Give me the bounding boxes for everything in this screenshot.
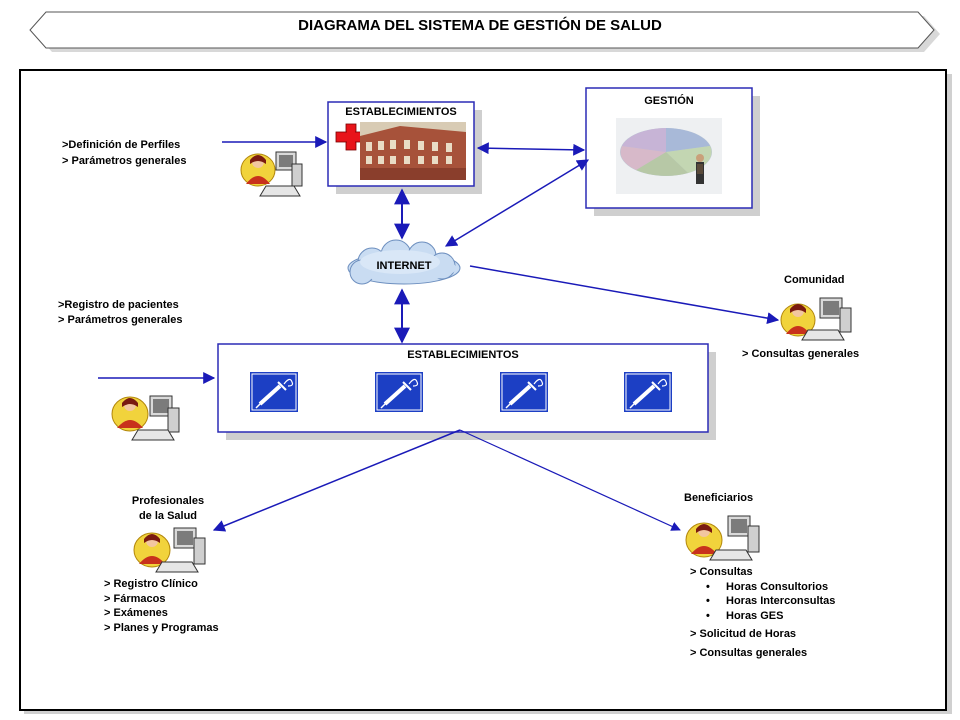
hospital-building-icon — [360, 122, 466, 180]
user-computer-icon — [111, 395, 180, 441]
comunidad-label: Comunidad — [784, 274, 845, 286]
user-computer-icon — [780, 297, 852, 341]
user-computer-icon — [133, 527, 206, 573]
admin-mid-text: >Registro de pacientes > Parámetros gene… — [58, 298, 182, 328]
profesionales-item: > Planes y Programas — [104, 621, 219, 634]
syringe-icon — [500, 372, 548, 412]
syringe-icon — [250, 372, 298, 412]
admin-mid-line-2: > Parámetros generales — [58, 314, 183, 326]
admin-top-line-1: >Definición de Perfiles — [62, 139, 181, 151]
beneficiarios-sub-item: Horas Consultorios — [690, 580, 835, 595]
beneficiarios-sub-item: Horas Interconsultas — [690, 594, 835, 609]
establecimientos-top-label: ESTABLECIMIENTOS — [345, 106, 457, 118]
arrow-gestion-internet — [444, 159, 590, 247]
syringe-icon — [375, 372, 423, 412]
gestion-label: GESTIÓN — [644, 95, 694, 107]
profesionales-label-line-1: Profesionales — [131, 495, 205, 507]
cloud-icon — [347, 239, 461, 285]
profesionales-label: Profesionales de la Salud — [118, 494, 218, 524]
admin-top-text: >Definición de Perfiles > Parámetros gen… — [62, 137, 186, 169]
admin-top-line-2: > Parámetros generales — [62, 155, 187, 167]
beneficiarios-label: Beneficiarios — [684, 492, 754, 504]
arrow-est-beneficiarios — [459, 429, 681, 531]
profesionales-label-line-2: de la Salud — [138, 510, 198, 522]
title-banner — [29, 11, 935, 49]
user-computer-icon — [685, 515, 760, 561]
arrow-est-gestion — [476, 142, 586, 156]
profesionales-item: > Fármacos — [104, 592, 166, 605]
comunidad-item: > Consultas generales — [742, 348, 860, 360]
page-title: DIAGRAMA DEL SISTEMA DE GESTIÓN DE SALUD — [298, 17, 662, 34]
profesionales-item: > Registro Clínico — [104, 578, 198, 590]
user-computer-icon — [240, 151, 303, 197]
internet-label: INTERNET — [376, 260, 432, 272]
establecimientos-main-label: ESTABLECIMIENTOS — [407, 349, 519, 361]
pie-chart-icon — [616, 118, 722, 194]
syringe-icon — [624, 372, 672, 412]
beneficiarios-consultas-generales: > Consultas generales — [690, 646, 808, 659]
profesionales-list: > Registro Clínico > Fármacos > Exámenes… — [104, 577, 219, 635]
beneficiarios-sub-list: Horas Consultorios Horas Interconsultas … — [690, 580, 835, 624]
beneficiarios-consultas: > Consultas — [690, 566, 753, 578]
arrow-est-profesionales — [212, 429, 461, 532]
admin-mid-line-1: >Registro de pacientes — [58, 299, 179, 311]
beneficiarios-list: > Consultas Horas Consultorios Horas Int… — [690, 565, 835, 660]
beneficiarios-solicitud: > Solicitud de Horas — [690, 628, 797, 640]
profesionales-item: > Exámenes — [104, 607, 168, 619]
arrow-internet-comunidad — [469, 265, 780, 325]
beneficiarios-sub-item: Horas GES — [690, 609, 835, 624]
